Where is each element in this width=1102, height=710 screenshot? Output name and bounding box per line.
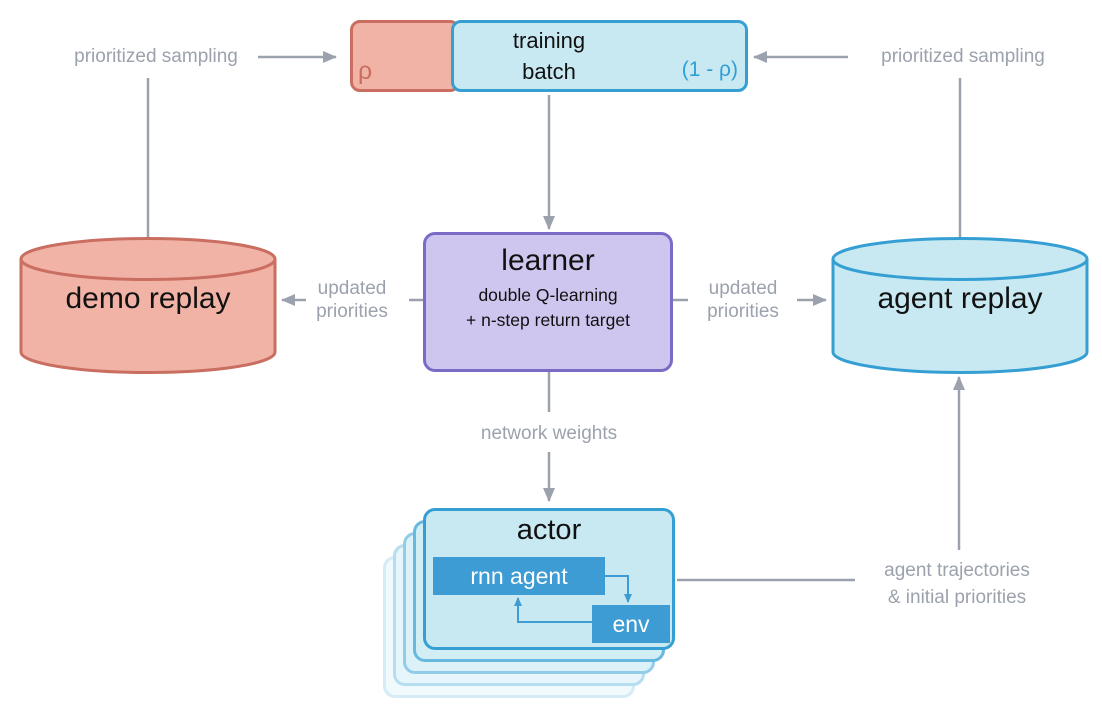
- learner-subtitle: double Q-learning + n-step return target: [466, 285, 630, 330]
- edge-rnn-to-env: [605, 575, 632, 603]
- agent-replay-cylinder: [831, 237, 1089, 374]
- agent-replay-cylinder-body: [831, 259, 1089, 374]
- agent-replay-cylinder-top: [831, 237, 1089, 281]
- actor-title: actor: [516, 514, 582, 546]
- demo-replay-cylinder-top: [19, 237, 277, 281]
- network-weights-label: network weights: [480, 423, 618, 444]
- training-batch-box: [451, 20, 748, 92]
- rho-label: ρ: [358, 57, 373, 85]
- agent-trajectories-label: agent trajectories & initial priorities: [884, 560, 1030, 608]
- updated-priorities-right-label: updated priorities: [707, 278, 779, 322]
- prioritized-sampling-left-label: prioritized sampling: [74, 46, 238, 67]
- demo-replay-cylinder: [19, 237, 277, 374]
- learner-title: learner: [501, 244, 595, 277]
- prioritized-sampling-right-label: prioritized sampling: [881, 46, 1045, 67]
- learner-box: learner double Q-learning + n-step retur…: [423, 232, 673, 372]
- demo-replay-cylinder-body: [19, 259, 277, 374]
- one-minus-rho-label: (1 - ρ): [681, 58, 738, 81]
- env-box: env: [592, 605, 670, 643]
- demo-replay-label: demo replay: [65, 282, 231, 315]
- training-batch-label: training batch: [512, 28, 586, 84]
- agent-replay-label: agent replay: [877, 282, 1043, 315]
- rnn-agent-box: rnn agent: [433, 557, 605, 595]
- edge-env-to-rnn: [514, 597, 592, 623]
- updated-priorities-left-label: updated priorities: [316, 278, 388, 322]
